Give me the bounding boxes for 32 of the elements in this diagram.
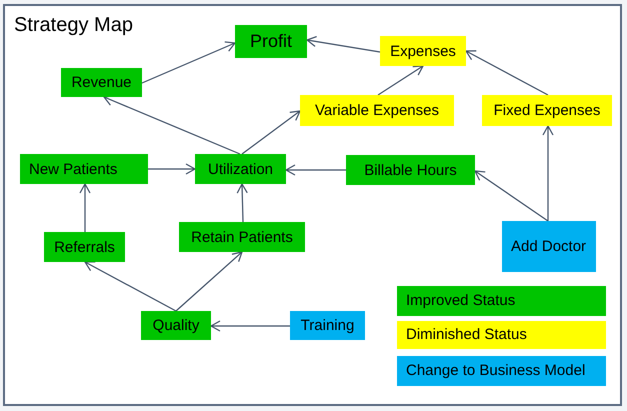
status-box: Billable Hours xyxy=(346,155,475,185)
status-box: Add Doctor xyxy=(502,221,596,272)
status-box: Referrals xyxy=(44,232,125,262)
arrow xyxy=(378,65,424,96)
arrow xyxy=(103,95,240,155)
status-box: New Patients xyxy=(20,154,148,184)
status-box: Revenue xyxy=(61,68,142,97)
arrow xyxy=(236,183,248,222)
arrow xyxy=(148,163,196,175)
arrow xyxy=(176,251,243,312)
legend-swatch: Change to Business Model xyxy=(397,356,606,386)
legend-swatch: Diminished Status xyxy=(397,321,606,349)
status-box: Fixed Expenses xyxy=(482,95,612,126)
status-box: Retain Patients xyxy=(179,222,305,252)
legend-swatch: Improved Status xyxy=(397,286,606,316)
arrow xyxy=(306,36,380,53)
status-box: Variable Expenses xyxy=(300,95,454,126)
status-box: Training xyxy=(290,311,365,340)
arrow xyxy=(79,183,91,232)
status-box: Quality xyxy=(141,311,211,340)
arrow xyxy=(242,110,301,154)
arrow xyxy=(84,261,176,312)
status-box: Utilization xyxy=(195,154,286,184)
status-box: Profit xyxy=(235,25,307,58)
arrow xyxy=(285,164,346,176)
title: Strategy Map xyxy=(14,13,133,38)
arrow xyxy=(142,41,236,84)
arrow xyxy=(465,50,548,96)
arrow xyxy=(542,125,554,221)
arrow xyxy=(474,170,548,222)
arrow xyxy=(210,320,290,332)
status-box: Expenses xyxy=(380,36,466,66)
